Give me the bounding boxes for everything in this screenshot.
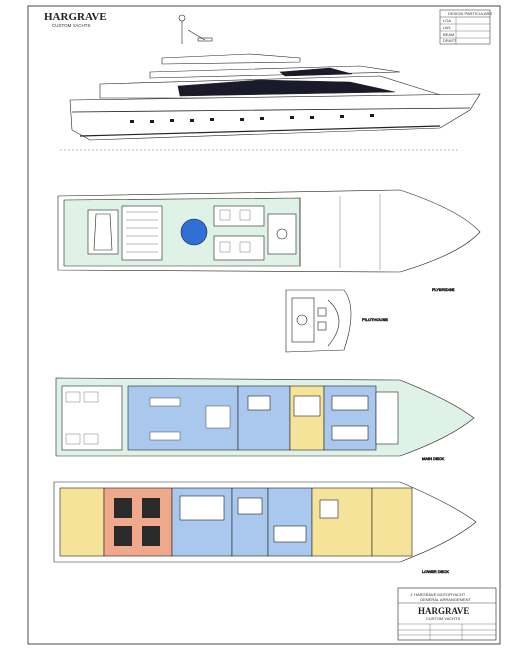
lower-deck-label: LOWER DECK (422, 569, 449, 574)
spec-row-label: BEAM (443, 32, 454, 37)
brand-logo: HARGRAVE CUSTOM YACHTS (44, 11, 107, 28)
title-block-tagline: CUSTOM YACHTS (426, 616, 461, 621)
spec-table: DESIGN PARTICULARS LOA LWL BEAM DRAFT (439, 9, 492, 45)
spec-row-label: DRAFT (443, 38, 457, 43)
brand-name: HARGRAVE (44, 11, 107, 23)
profile-view (60, 14, 481, 151)
flybridge-label: FLYBRIDGE (432, 287, 455, 292)
spa-pool (180, 218, 208, 246)
flybridge-plan: FLYBRIDGE (57, 189, 481, 292)
brand-tagline: CUSTOM YACHTS (52, 23, 91, 28)
spec-table-title: DESIGN PARTICULARS (448, 11, 492, 16)
spec-row-label: LOA (443, 18, 451, 23)
spec-row-label: LWL (443, 25, 452, 30)
lower-deck-plan: LOWER DECK (53, 481, 477, 574)
title-block-subheading: GENERAL ARRANGEMENT (420, 597, 472, 602)
pilothouse-label: PILOTHOUSE (362, 317, 388, 322)
main-deck-plan: MAIN DECK (55, 377, 475, 461)
title-block: 1' HARGRAVE MOTORYACHT GENERAL ARRANGEME… (397, 587, 497, 641)
pilothouse-plan: PILOTHOUSE (285, 289, 388, 353)
title-block-brand: HARGRAVE (418, 606, 469, 616)
main-deck-label: MAIN DECK (422, 456, 445, 461)
title-block-heading: 1' HARGRAVE MOTORYACHT (410, 592, 466, 597)
